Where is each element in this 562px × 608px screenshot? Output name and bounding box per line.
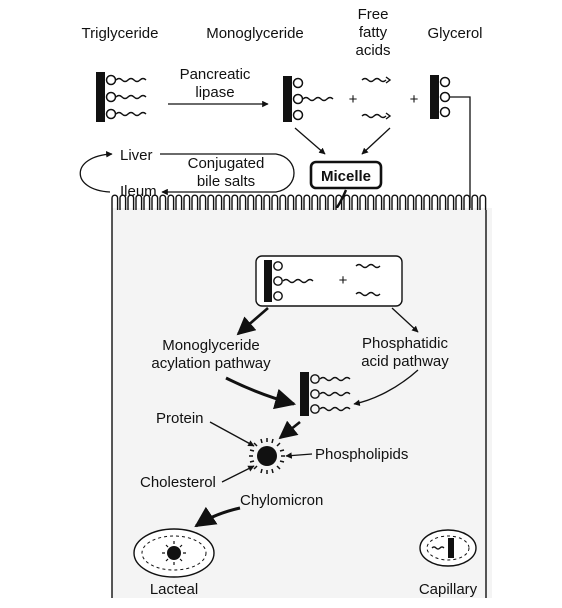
arrow-phosphatidic-to-triglyceride: [353, 369, 419, 407]
arrow-triglyceride-to-chylomicron: [278, 420, 301, 440]
arrow-protein: [209, 421, 255, 447]
free-fatty-acids: [361, 76, 392, 120]
plus-sign-1: +: [349, 91, 358, 108]
label-protein: Protein: [156, 410, 204, 427]
label-acid-pathway: acid pathway: [361, 353, 449, 370]
monoglyceride-molecule: [283, 76, 334, 122]
micelle-box: [309, 160, 383, 190]
label-conjugated: Conjugated: [188, 155, 265, 172]
label-micelle: Micelle: [321, 168, 371, 185]
label-liver: Liver: [120, 147, 153, 164]
plus-sign-3: +: [339, 272, 348, 289]
label-acids-line-3: acids: [355, 42, 390, 59]
label-triglyceride: Triglyceride: [82, 25, 159, 42]
triglyceride-molecule: [96, 72, 147, 122]
arrow-phospholipids: [285, 452, 313, 459]
chylomicron-particle: [249, 438, 285, 474]
label-phosphatidic: Phosphatidic: [362, 335, 448, 352]
bile-loop-arrow-to-ileum: [160, 153, 295, 196]
absorbed-mono-ffa-box: [255, 255, 403, 307]
plus-sign-2: +: [410, 91, 419, 108]
arrow-to-phosphatidic-pathway: [391, 307, 419, 333]
arrow-to-acylation-pathway: [236, 307, 269, 336]
label-fatty-line-2: fatty: [359, 24, 388, 41]
label-pancreatic: Pancreatic: [180, 66, 251, 83]
resynthesized-triglyceride: [300, 372, 351, 416]
arrow-ffa-to-micelle: [361, 127, 391, 155]
label-phospholipids: Phospholipids: [315, 446, 408, 463]
label-monoglyceride-acylation: Monoglyceride: [162, 337, 260, 354]
bile-loop-arrow-to-liver: [79, 151, 113, 193]
glycerol-molecule: [430, 75, 451, 119]
label-cholesterol: Cholesterol: [140, 474, 216, 491]
label-chylomicron: Chylomicron: [240, 492, 323, 509]
label-lipase: lipase: [195, 84, 234, 101]
label-bile-salts: bile salts: [197, 173, 255, 190]
arrow-mono-to-micelle: [294, 127, 326, 155]
arrow-acylation-to-triglyceride: [225, 376, 297, 410]
label-monoglyceride: Monoglyceride: [206, 25, 304, 42]
label-capillary: Capillary: [419, 581, 478, 598]
label-acylation-pathway: acylation pathway: [151, 355, 271, 372]
arrow-chylomicron-to-lacteal: [194, 506, 241, 528]
lacteal-vessel: [133, 528, 215, 578]
capillary-vessel: [419, 529, 477, 567]
label-lacteal: Lacteal: [150, 581, 198, 598]
arrow-cholesterol: [221, 465, 255, 483]
label-free-line-1: Free: [358, 6, 389, 23]
label-glycerol: Glycerol: [427, 25, 482, 42]
